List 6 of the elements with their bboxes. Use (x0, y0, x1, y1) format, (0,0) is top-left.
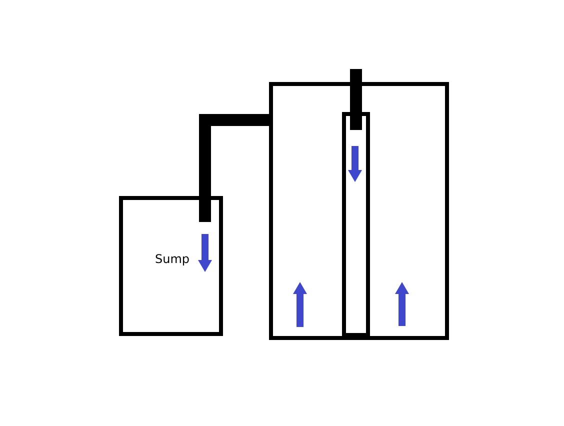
sump-tank (119, 196, 223, 336)
tank (269, 82, 449, 340)
pipe (350, 69, 362, 130)
overflow-tube (342, 112, 370, 337)
tank-label: Sump (155, 252, 190, 266)
pipe (199, 114, 271, 222)
